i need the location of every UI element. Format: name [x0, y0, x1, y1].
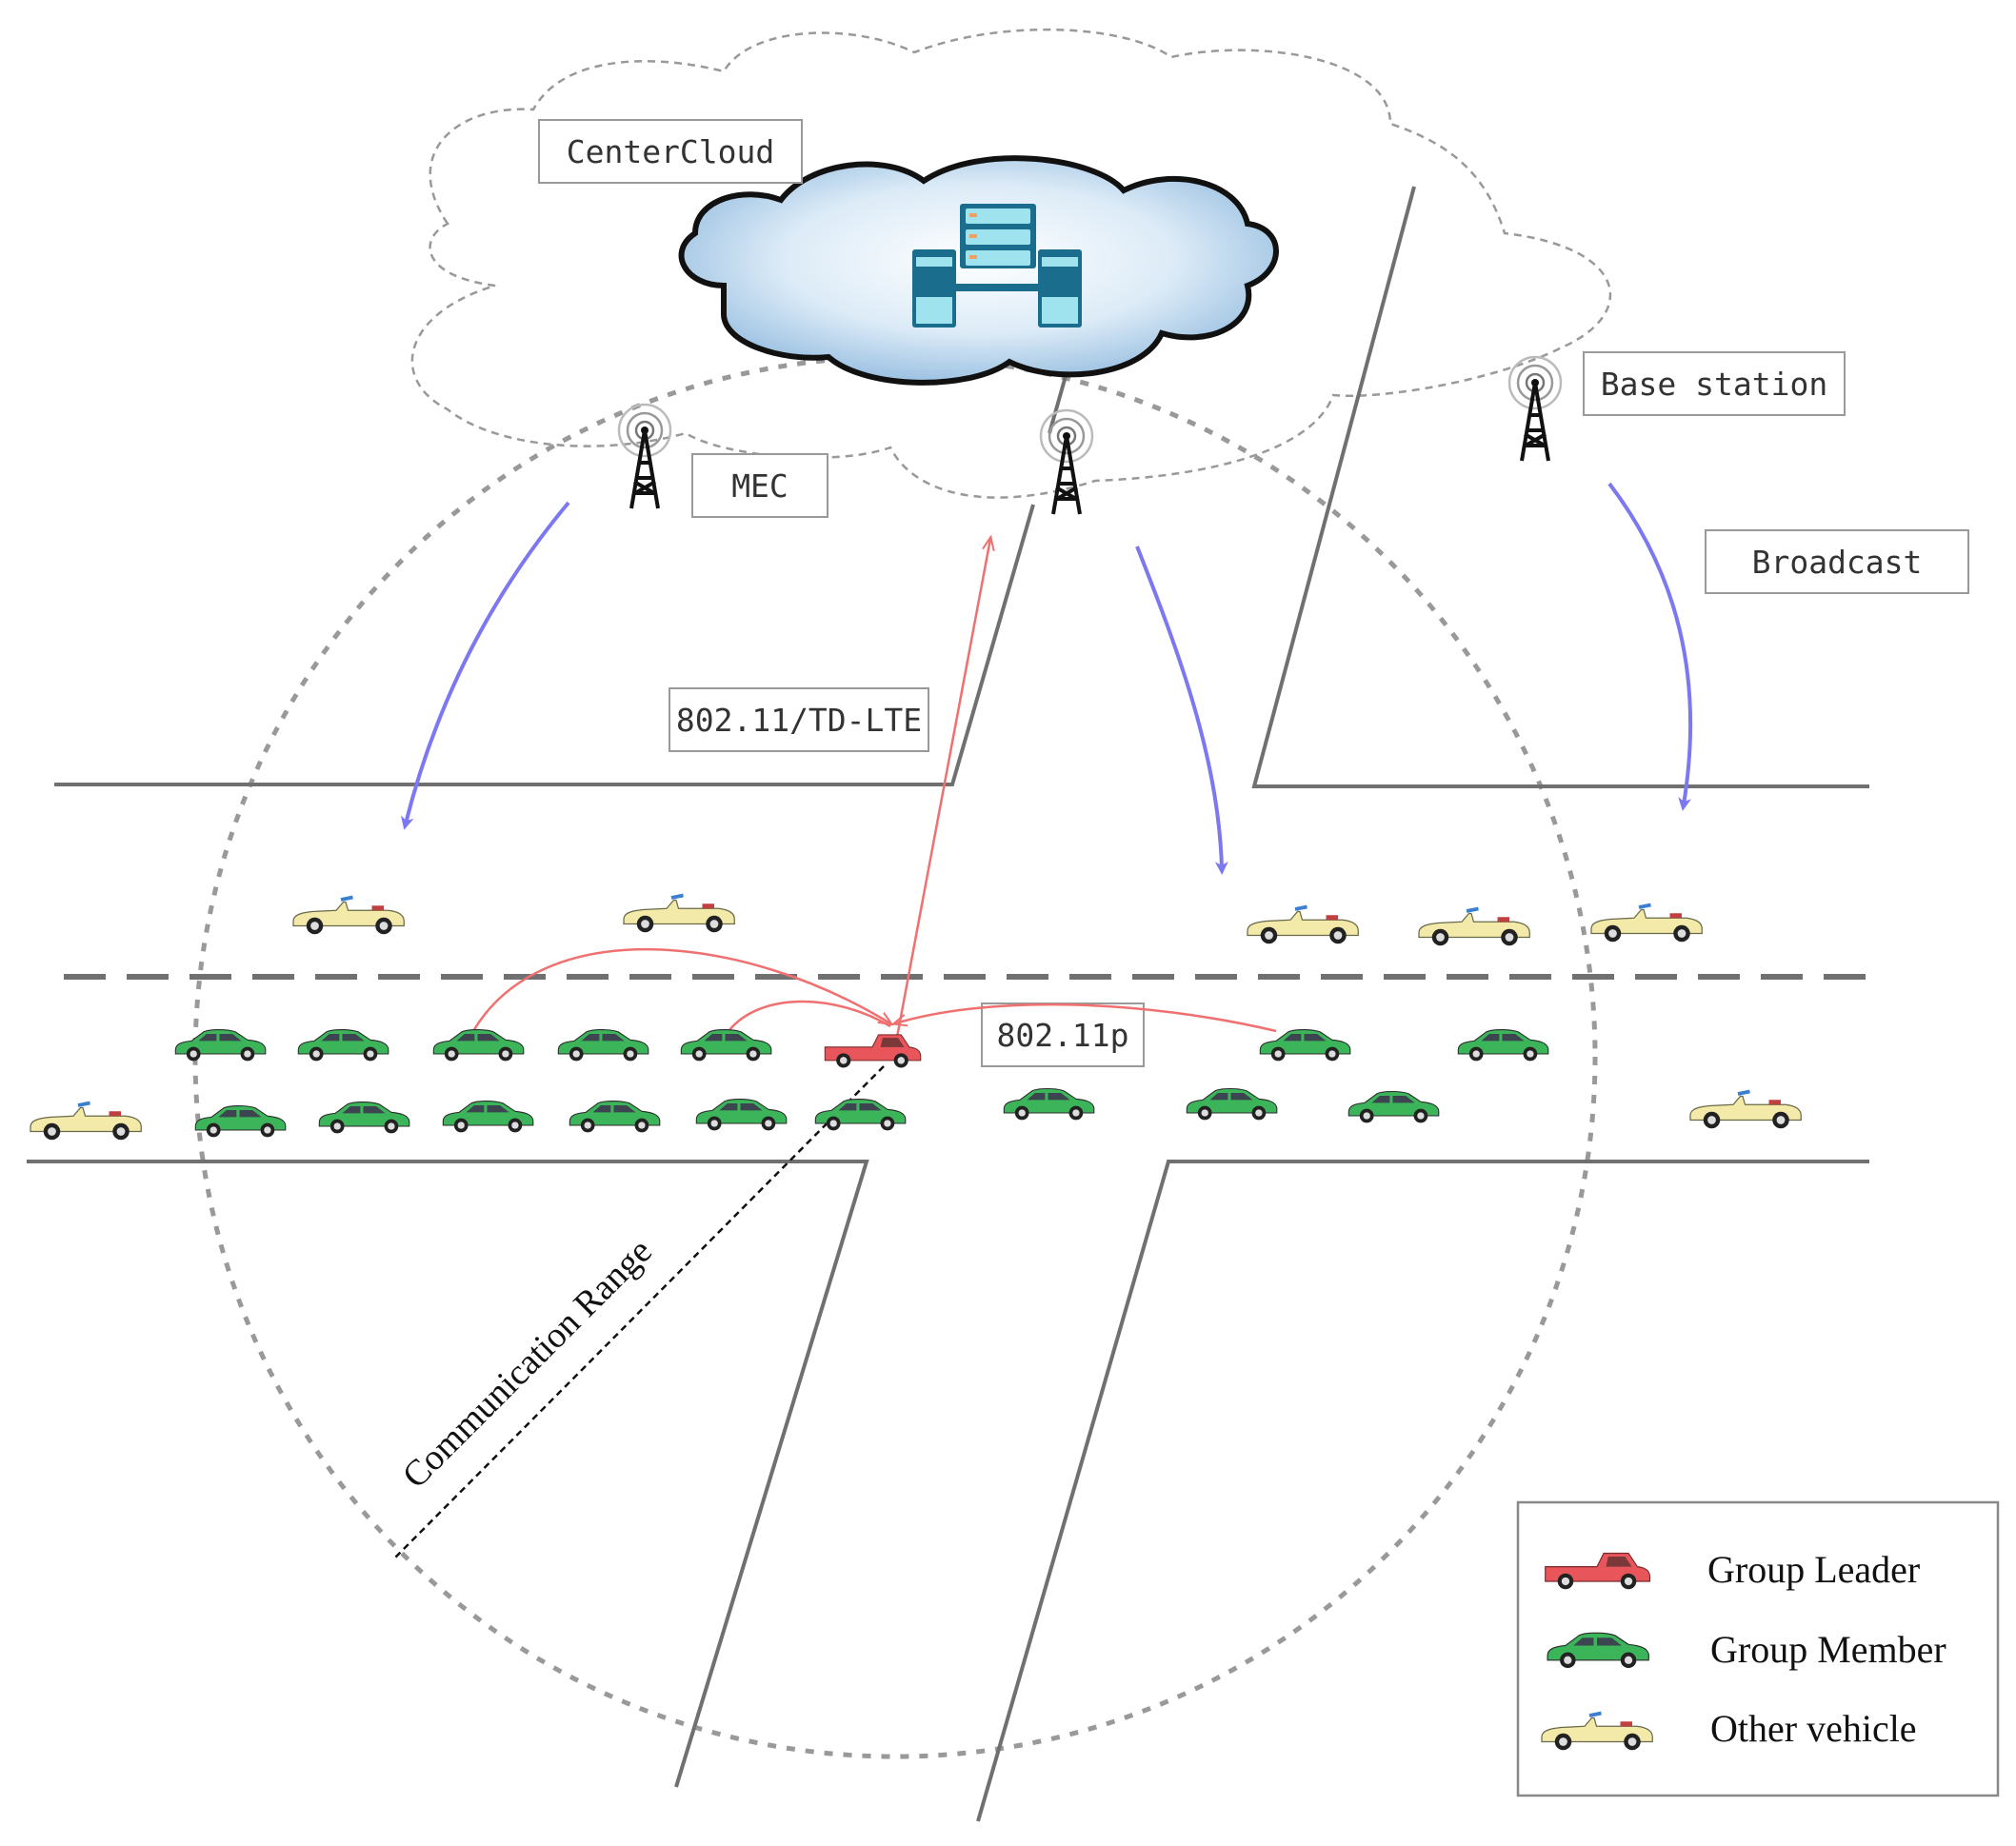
antenna-tower-icon [1039, 408, 1094, 516]
svg-text:Base station: Base station [1601, 366, 1827, 403]
car-icon [680, 1028, 772, 1062]
label-802-11-td-lte: 802.11/TD-LTE [669, 687, 929, 752]
communication-range-label: Communication Range [395, 1231, 660, 1496]
car-icon [1259, 1028, 1351, 1062]
car-icon [695, 1098, 788, 1131]
communication-range-radius [394, 1065, 885, 1558]
car-icon [1589, 903, 1705, 944]
car-icon [1003, 1087, 1095, 1121]
broadcast-arrows [400, 482, 1693, 875]
group-member-vehicles [174, 1028, 1549, 1138]
car-icon [297, 1028, 389, 1062]
antenna-tower-icon [1507, 355, 1563, 463]
label-base-station: Base station [1583, 351, 1846, 416]
label-mec: MEC [691, 453, 828, 518]
car-icon [318, 1101, 410, 1134]
car-icon [29, 1101, 144, 1142]
center-cloud-boundary [410, 28, 1612, 499]
car-icon [442, 1100, 534, 1133]
label-802-11p: 802.11p [981, 1002, 1145, 1067]
car-icon [814, 1098, 907, 1131]
svg-text:802.11/TD-LTE: 802.11/TD-LTE [676, 702, 922, 739]
legend: Group Leader Group Member Other vehicle [1516, 1500, 2000, 1797]
car-icon [1347, 1090, 1440, 1123]
car-icon [194, 1104, 287, 1138]
car-icon [291, 895, 407, 937]
car-icon [557, 1028, 649, 1062]
svg-text:MEC: MEC [731, 467, 788, 505]
legend-other-label: Other vehicle [1710, 1707, 1917, 1750]
group-leader-vehicle [824, 1034, 922, 1068]
v2v-links [471, 539, 1277, 1047]
cloud-server-icon [678, 155, 1279, 386]
svg-text:Broadcast: Broadcast [1752, 544, 1923, 581]
car-icon [622, 893, 737, 935]
car-icon [432, 1028, 525, 1062]
legend-leader-label: Group Leader [1707, 1548, 1920, 1591]
label-center-cloud: CenterCloud [538, 119, 803, 184]
svg-text:802.11p: 802.11p [996, 1017, 1128, 1054]
car-icon [1688, 1089, 1804, 1131]
car-icon [569, 1100, 661, 1133]
antenna-tower-icon [617, 403, 672, 510]
svg-text:CenterCloud: CenterCloud [567, 133, 775, 170]
label-broadcast: Broadcast [1705, 529, 1969, 594]
car-icon [1417, 906, 1532, 948]
car-icon [1246, 904, 1361, 946]
car-icon [1457, 1028, 1549, 1062]
legend-member-label: Group Member [1710, 1628, 1946, 1671]
car-icon [1186, 1087, 1278, 1121]
car-icon [174, 1028, 267, 1062]
